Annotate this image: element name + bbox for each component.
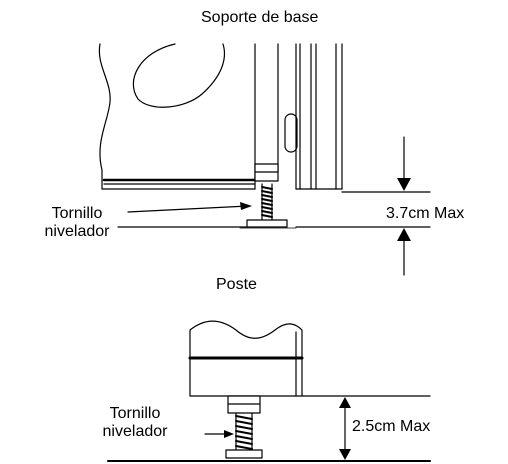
bottom-arrow-down: [339, 449, 351, 460]
top-screw-pointer: [127, 205, 249, 213]
bottom-screw-label-line1: Tornillo: [109, 405, 161, 422]
bottom-screw-label: Tornillo nivelador: [85, 405, 185, 441]
bottom-pointer-arrowhead: [224, 430, 234, 438]
top-screw-foot: [246, 219, 288, 228]
top-arrow-up: [397, 228, 411, 241]
base-plate-cutout: [132, 43, 225, 108]
top-screw-label: Tornillo nivelador: [22, 205, 132, 241]
bottom-screw-threads: [235, 415, 253, 450]
base-plate-outline: [98, 43, 256, 190]
bottom-screw-label-line2: nivelador: [102, 423, 168, 440]
bottom-arrow-up: [339, 397, 351, 408]
bottom-screw-foot: [225, 449, 263, 459]
top-screw-threads: [261, 186, 273, 218]
post-title: Poste: [216, 276, 257, 293]
bottom-dimension-label: 2.5cm Max: [352, 418, 431, 435]
top-screw-label-line2: nivelador: [44, 223, 110, 240]
post-slot: [284, 113, 298, 153]
top-arrow-down: [397, 178, 411, 191]
top-pointer-arrowhead: [240, 202, 252, 210]
top-screw-label-line1: Tornillo: [51, 205, 103, 222]
top-dimension-label: 3.7cm Max: [386, 205, 465, 222]
base-bracket-title: Soporte de base: [201, 9, 319, 26]
